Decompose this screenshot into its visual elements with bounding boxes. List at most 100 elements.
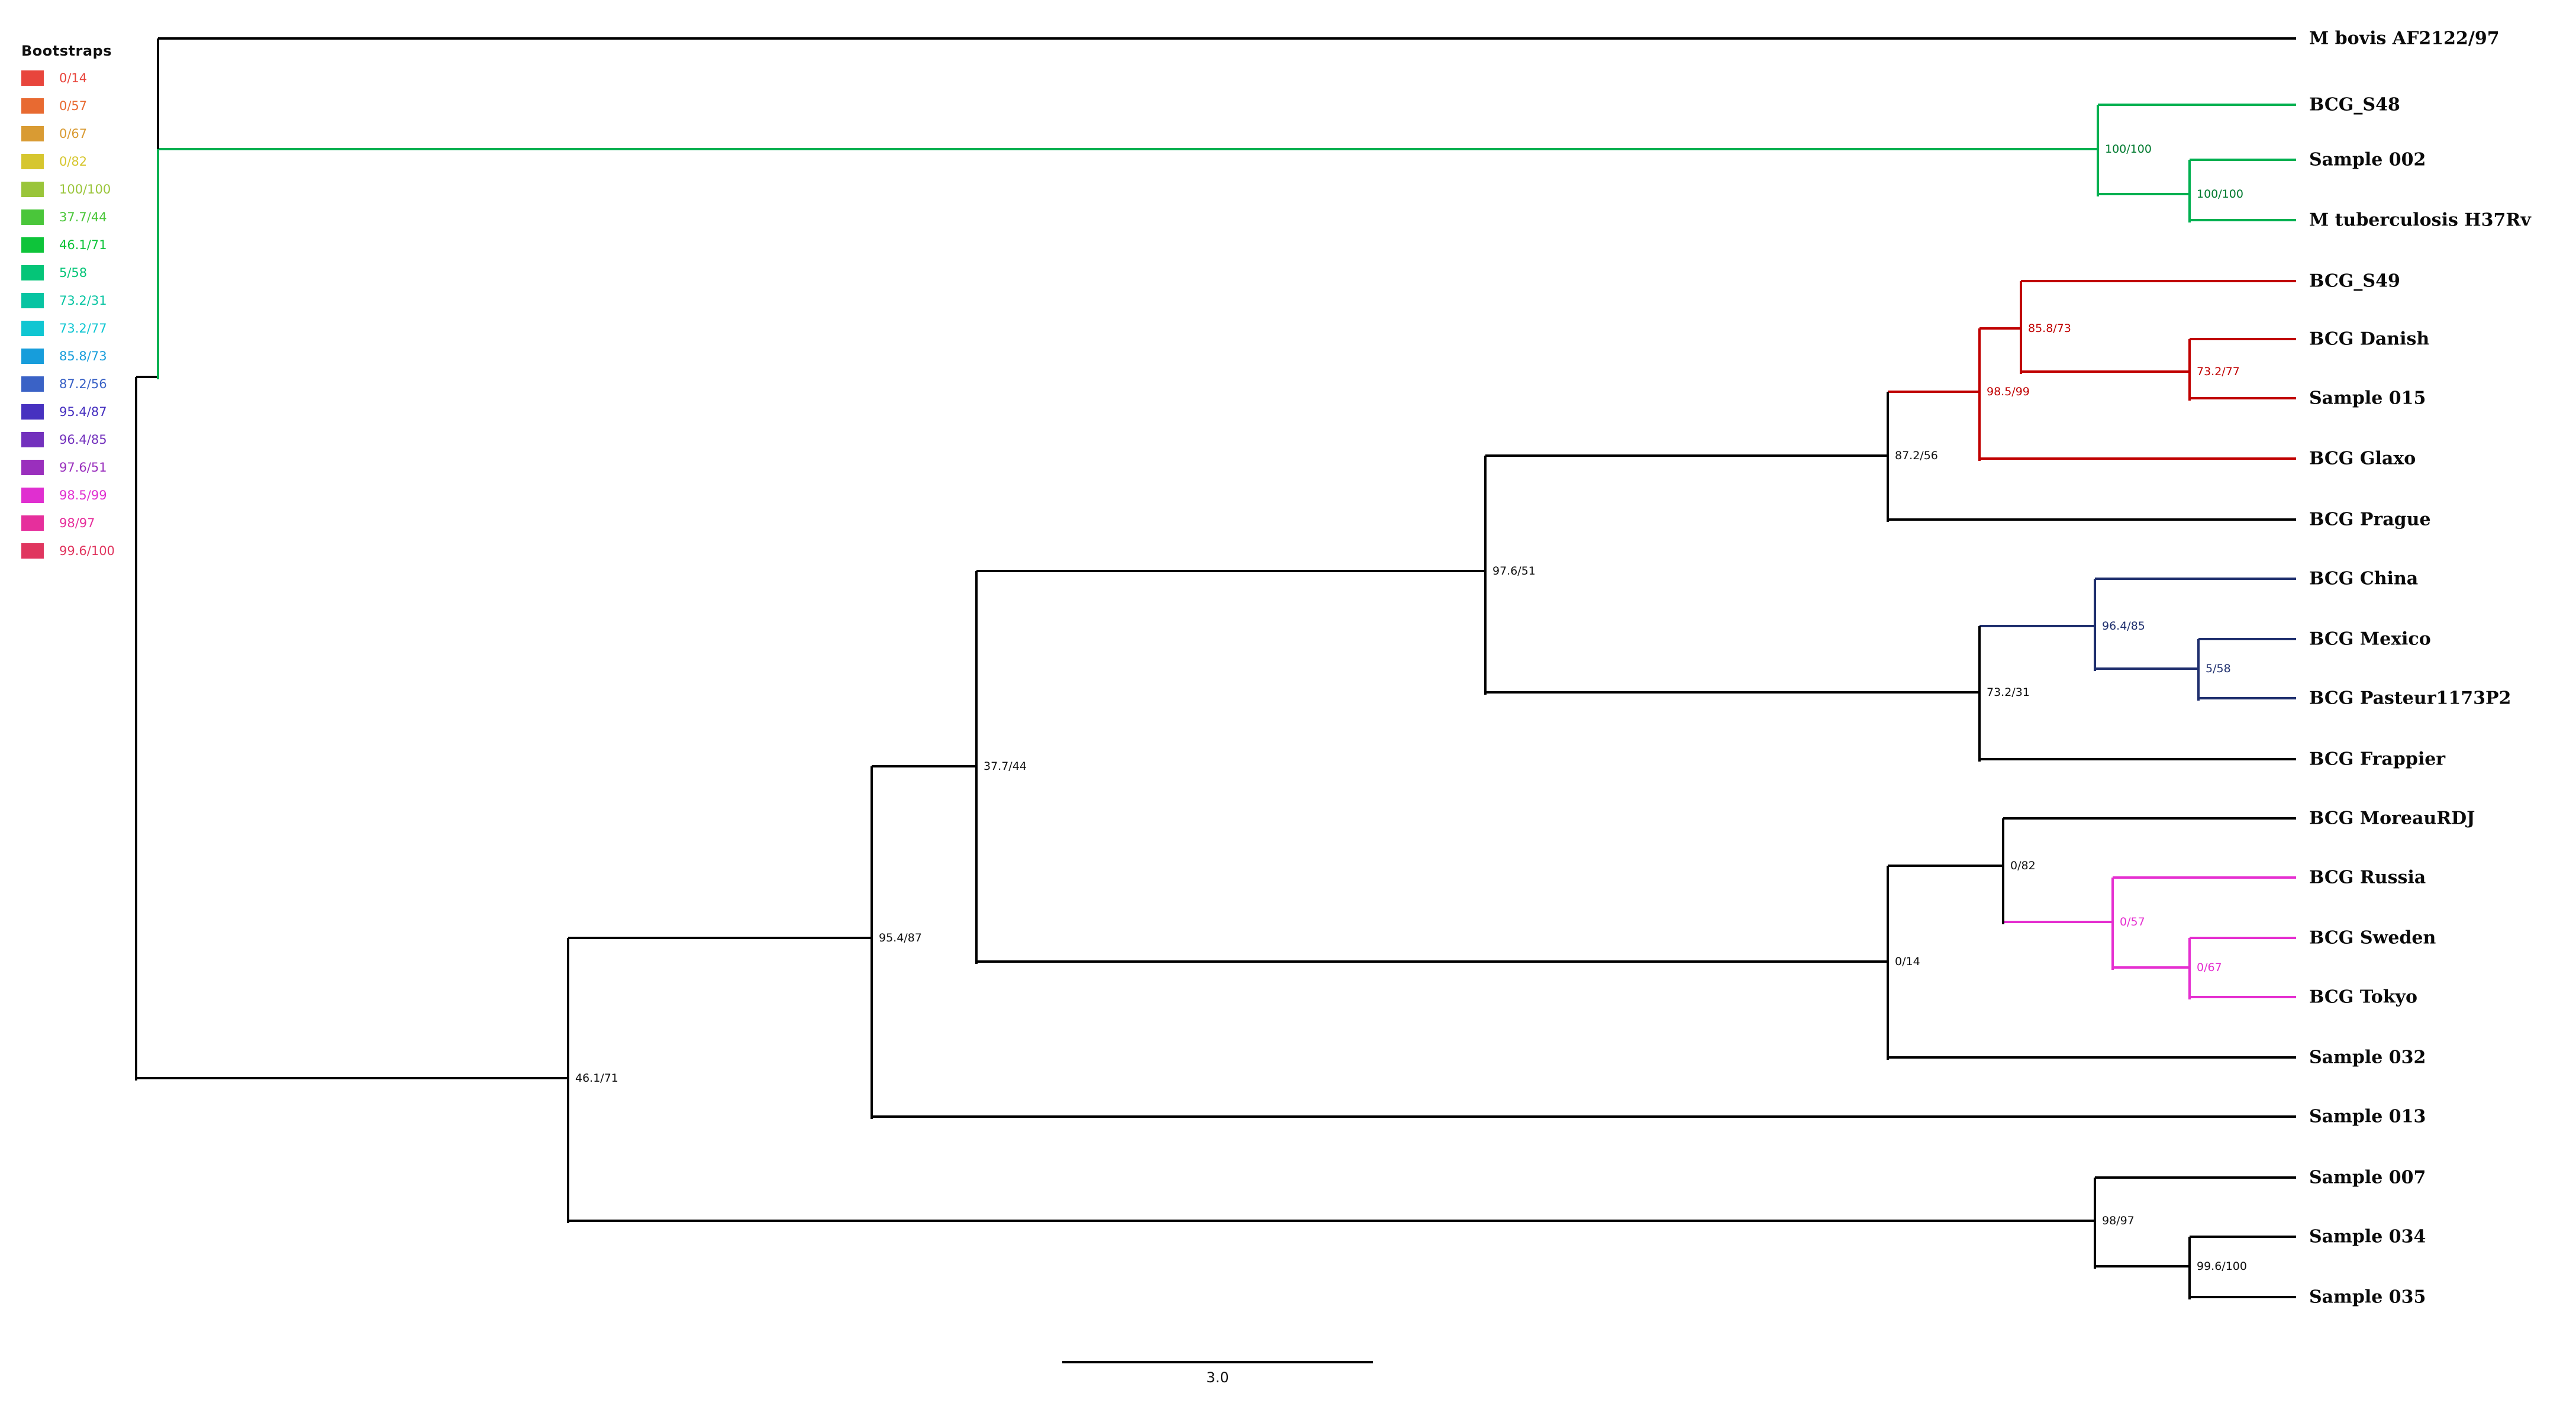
legend-item: 46.1/71 (18, 231, 115, 259)
legend-swatch (21, 98, 44, 114)
root-green-stem (157, 149, 159, 379)
clade-connector-99-6 (2188, 1237, 2191, 1299)
legend-item: 100/100 (18, 175, 115, 203)
internal-branch-navy-inner (2095, 667, 2198, 670)
node-support-label: 0/82 (2010, 859, 2036, 872)
legend-label: 99.6/100 (59, 543, 115, 558)
legend-swatch (21, 376, 44, 392)
legend-swatch (21, 125, 44, 141)
legend-item: 0/14 (18, 64, 115, 92)
legend-swatch (21, 292, 44, 308)
legend-label: 95.4/87 (59, 404, 107, 419)
clade-connector-magenta-inner (2188, 938, 2191, 999)
legend-label: 96.4/85 (59, 432, 107, 447)
legend-item: 98/97 (18, 509, 115, 537)
internal-branch-navy-outer (1979, 625, 2095, 627)
internal-branch-frappier (1485, 691, 1979, 694)
legend-label: 85.8/73 (59, 349, 107, 363)
tip-branch (2190, 219, 2296, 221)
clade-connector-navy-outer (2094, 579, 2096, 671)
clade-connector-0-82 (2002, 818, 2004, 924)
node-support-label: 73.2/77 (2197, 365, 2240, 378)
basal-stem (135, 377, 137, 1081)
legend-item: 95.4/87 (18, 398, 115, 425)
tip-label: BCG_S48 (2309, 94, 2400, 115)
tip-label: BCG Glaxo (2309, 448, 2416, 469)
legend-swatch (21, 459, 44, 475)
legend-item: 97.6/51 (18, 453, 115, 481)
clade-connector-95-4 (871, 766, 873, 1119)
legend-item: 0/57 (18, 92, 115, 120)
tip-branch (1979, 758, 2296, 760)
node-support-label: 46.1/71 (575, 1072, 618, 1085)
tip-branch (2198, 697, 2296, 699)
legend-item: 37.7/44 (18, 203, 115, 231)
legend-label: 5/58 (59, 265, 88, 280)
node-support-label: 85.8/73 (2028, 322, 2071, 335)
tip-label: BCG Russia (2309, 867, 2426, 888)
node-support-label: 95.4/87 (879, 931, 922, 944)
legend-item: 98.5/99 (18, 481, 115, 509)
legend-swatch (21, 153, 44, 169)
clade-connector-green-outer (2097, 105, 2099, 196)
node-support-label: 96.4/85 (2102, 620, 2145, 633)
tip-branch (2003, 817, 2296, 820)
tip-branch (2113, 876, 2296, 879)
tip-label: Sample 015 (2309, 388, 2426, 409)
node-support-label: 100/100 (2105, 143, 2152, 156)
legend-swatch (21, 181, 44, 197)
node-support-label: 99.6/100 (2197, 1260, 2247, 1273)
node-support-label: 0/57 (2120, 915, 2145, 928)
clade-connector-red-inner (2188, 339, 2191, 401)
legend-swatch (21, 320, 44, 336)
clade-connector-green-inner (2188, 160, 2191, 222)
node-support-label: 73.2/31 (1987, 686, 2030, 699)
legend-label: 0/67 (59, 126, 88, 141)
tip-branch (1888, 518, 2296, 521)
legend-label: 46.1/71 (59, 237, 107, 252)
tip-branch (2190, 1296, 2296, 1298)
clade-connector-navy-inner (2197, 639, 2200, 701)
legend-item: 99.6/100 (18, 537, 115, 565)
tip-label: Sample 035 (2309, 1286, 2426, 1308)
tip-label: BCG China (2309, 568, 2419, 589)
tip-label: BCG Sweden (2309, 927, 2436, 949)
node-support-label: 0/14 (1895, 955, 1920, 968)
legend-swatch (21, 543, 44, 559)
internal-branch-95-4 (568, 937, 872, 939)
clade-connector-98-97 (2094, 1178, 2096, 1269)
legend-label: 73.2/31 (59, 293, 107, 308)
scale-bar-line (1062, 1361, 1373, 1363)
tip-branch (2190, 996, 2296, 998)
tip-label: BCG Tokyo (2309, 986, 2417, 1008)
tip-label: Sample 007 (2309, 1167, 2426, 1188)
tip-label: Sample 013 (2309, 1106, 2426, 1127)
internal-branch-magenta-inner (2113, 966, 2190, 969)
legend-swatch (21, 515, 44, 531)
legend-label: 98.5/99 (59, 488, 107, 502)
tip-branch (2095, 578, 2296, 580)
clade-connector-46-1 (567, 938, 569, 1223)
node-support-label: 98/97 (2102, 1214, 2135, 1227)
legend-swatch (21, 209, 44, 225)
node-support-label: 37.7/44 (984, 760, 1027, 773)
tip-branch (872, 1115, 2296, 1118)
legend-label: 87.2/56 (59, 376, 107, 391)
tip-label: M bovis AF2122/97 (2309, 28, 2500, 49)
node-support-label: 87.2/56 (1895, 449, 1938, 462)
tip-branch (2190, 159, 2296, 161)
internal-branch-46-1 (136, 1077, 568, 1079)
internal-branch-prague (1485, 454, 1888, 457)
tip-branch (158, 37, 2296, 40)
tip-label: BCG Danish (2309, 328, 2430, 350)
tip-label: Sample 032 (2309, 1047, 2426, 1068)
root-stem-lower (136, 376, 158, 378)
clade-connector-37-7 (975, 571, 978, 964)
legend-item: 85.8/73 (18, 342, 115, 370)
legend-item: 73.2/77 (18, 314, 115, 342)
legend-swatch (21, 404, 44, 420)
legend-label: 0/82 (59, 154, 88, 169)
legend-swatch (21, 265, 44, 280)
